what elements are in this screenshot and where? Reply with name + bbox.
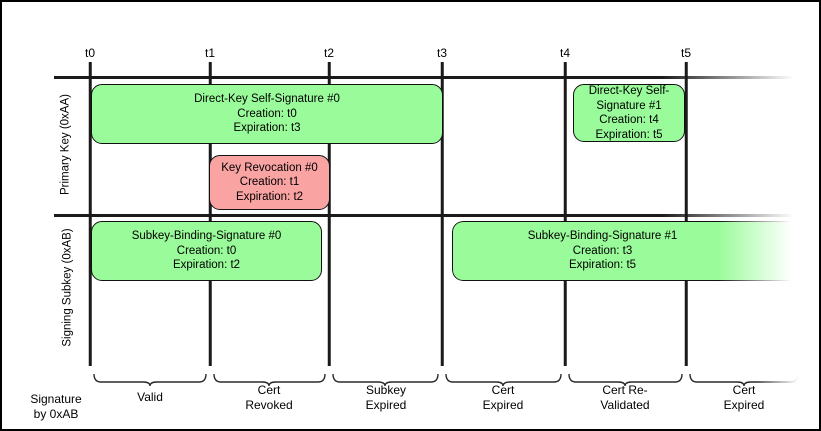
signature-box-subkey-binding-signature-1[interactable]: Subkey-Binding-Signature #1 Creation: t3… bbox=[452, 221, 792, 281]
brace-label-line1: Cert Re- bbox=[602, 383, 648, 397]
signature-creation: Creation: t1 bbox=[239, 176, 300, 189]
signature-creation: Creation: t0 bbox=[237, 107, 297, 120]
brace-period-cert-revalidated bbox=[568, 373, 683, 386]
signature-title-line1: Direct-Key Self- bbox=[588, 85, 670, 97]
brace-label-period-cert-revoked: Cert Revoked bbox=[245, 383, 292, 413]
brace-period-cert-revoked bbox=[213, 373, 326, 386]
lane-caption-primary-key-line2: (0xAA) bbox=[59, 94, 72, 130]
brace-label-line1: Subkey bbox=[365, 383, 407, 397]
lane-caption-signing-subkey: Signing Subkey (0xAB) bbox=[62, 208, 75, 368]
brace-label-period-subkey-expired: Subkey Expired bbox=[366, 383, 407, 413]
brace-label-line2: Expired bbox=[482, 398, 524, 412]
signature-title: Subkey-Binding-Signature #1 bbox=[527, 230, 678, 243]
brace-label-line2: Expired bbox=[723, 398, 765, 412]
signature-title: Key Revocation #0 bbox=[221, 161, 318, 174]
brace-label-line1: Cert bbox=[732, 383, 756, 397]
signature-creation: Creation: t3 bbox=[572, 244, 633, 257]
signature-expiration: Expiration: t2 bbox=[172, 259, 241, 272]
signature-creation: Creation: t0 bbox=[176, 244, 237, 257]
legend-title-line2: by 0xAB bbox=[33, 407, 79, 421]
tick-label-t4: t4 bbox=[559, 46, 571, 60]
lane-top-axis-signing-subkey bbox=[54, 214, 794, 217]
brace-period-valid bbox=[93, 373, 207, 386]
brace-label-period-cert-revalidated: Cert Re- Validated bbox=[600, 383, 649, 413]
signature-box-direct-key-self-signature-0[interactable]: Direct-Key Self-Signature #0 Creation: t… bbox=[91, 84, 443, 144]
brace-label-line2: Expired bbox=[365, 398, 407, 412]
brace-label-line2: Revoked bbox=[245, 398, 293, 412]
brace-period-cert-expired-2 bbox=[689, 373, 799, 386]
signature-expiration: Expiration: t3 bbox=[233, 122, 301, 135]
signature-box-subkey-binding-signature-0[interactable]: Subkey-Binding-Signature #0 Creation: t0… bbox=[91, 221, 322, 281]
lane-caption-primary-key: Primary Key (0xAA) bbox=[60, 75, 73, 215]
lane-top-axis-primary-key bbox=[54, 76, 794, 79]
brace-period-subkey-expired bbox=[332, 373, 439, 386]
signature-box-direct-key-self-signature-1[interactable]: Direct-Key Self- Signature #1 Creation: … bbox=[573, 84, 685, 142]
signature-expiration: Expiration: t5 bbox=[595, 128, 663, 141]
lane-caption-primary-key-line1: Primary Key bbox=[59, 132, 72, 195]
brace-period-cert-expired-1 bbox=[445, 373, 562, 386]
tick-label-t1: t1 bbox=[204, 46, 216, 60]
brace-label-period-cert-expired-1: Cert Expired bbox=[483, 383, 524, 413]
brace-label-line1: Cert bbox=[257, 383, 281, 397]
brace-label-line1: Cert bbox=[491, 383, 515, 397]
tick-label-t0: t0 bbox=[84, 46, 96, 60]
legend-title: Signature by 0xAB bbox=[16, 392, 96, 422]
signature-creation: Creation: t4 bbox=[599, 114, 659, 126]
signature-title-line2: Signature #1 bbox=[596, 99, 662, 112]
tick-label-t5: t5 bbox=[680, 46, 692, 60]
tick-label-t3: t3 bbox=[436, 46, 448, 60]
brace-label-line1: Valid bbox=[137, 390, 163, 404]
signature-box-key-revocation-0[interactable]: Key Revocation #0 Creation: t1 Expiratio… bbox=[209, 155, 330, 210]
lane-caption-signing-subkey-line1: Signing Subkey bbox=[61, 266, 74, 347]
brace-label-period-cert-expired-2: Cert Expired bbox=[724, 383, 765, 413]
signature-title: Subkey-Binding-Signature #0 bbox=[131, 230, 282, 243]
tick-label-t2: t2 bbox=[323, 46, 335, 60]
lane-caption-signing-subkey-line2: (0xAB) bbox=[61, 228, 74, 264]
legend-title-line1: Signature bbox=[30, 392, 82, 406]
signature-expiration: Expiration: t5 bbox=[568, 259, 637, 272]
brace-label-line2: Validated bbox=[600, 398, 650, 412]
signature-title: Direct-Key Self-Signature #0 bbox=[194, 93, 340, 106]
brace-label-period-valid: Valid bbox=[137, 390, 163, 405]
signature-expiration: Expiration: t2 bbox=[235, 190, 304, 203]
